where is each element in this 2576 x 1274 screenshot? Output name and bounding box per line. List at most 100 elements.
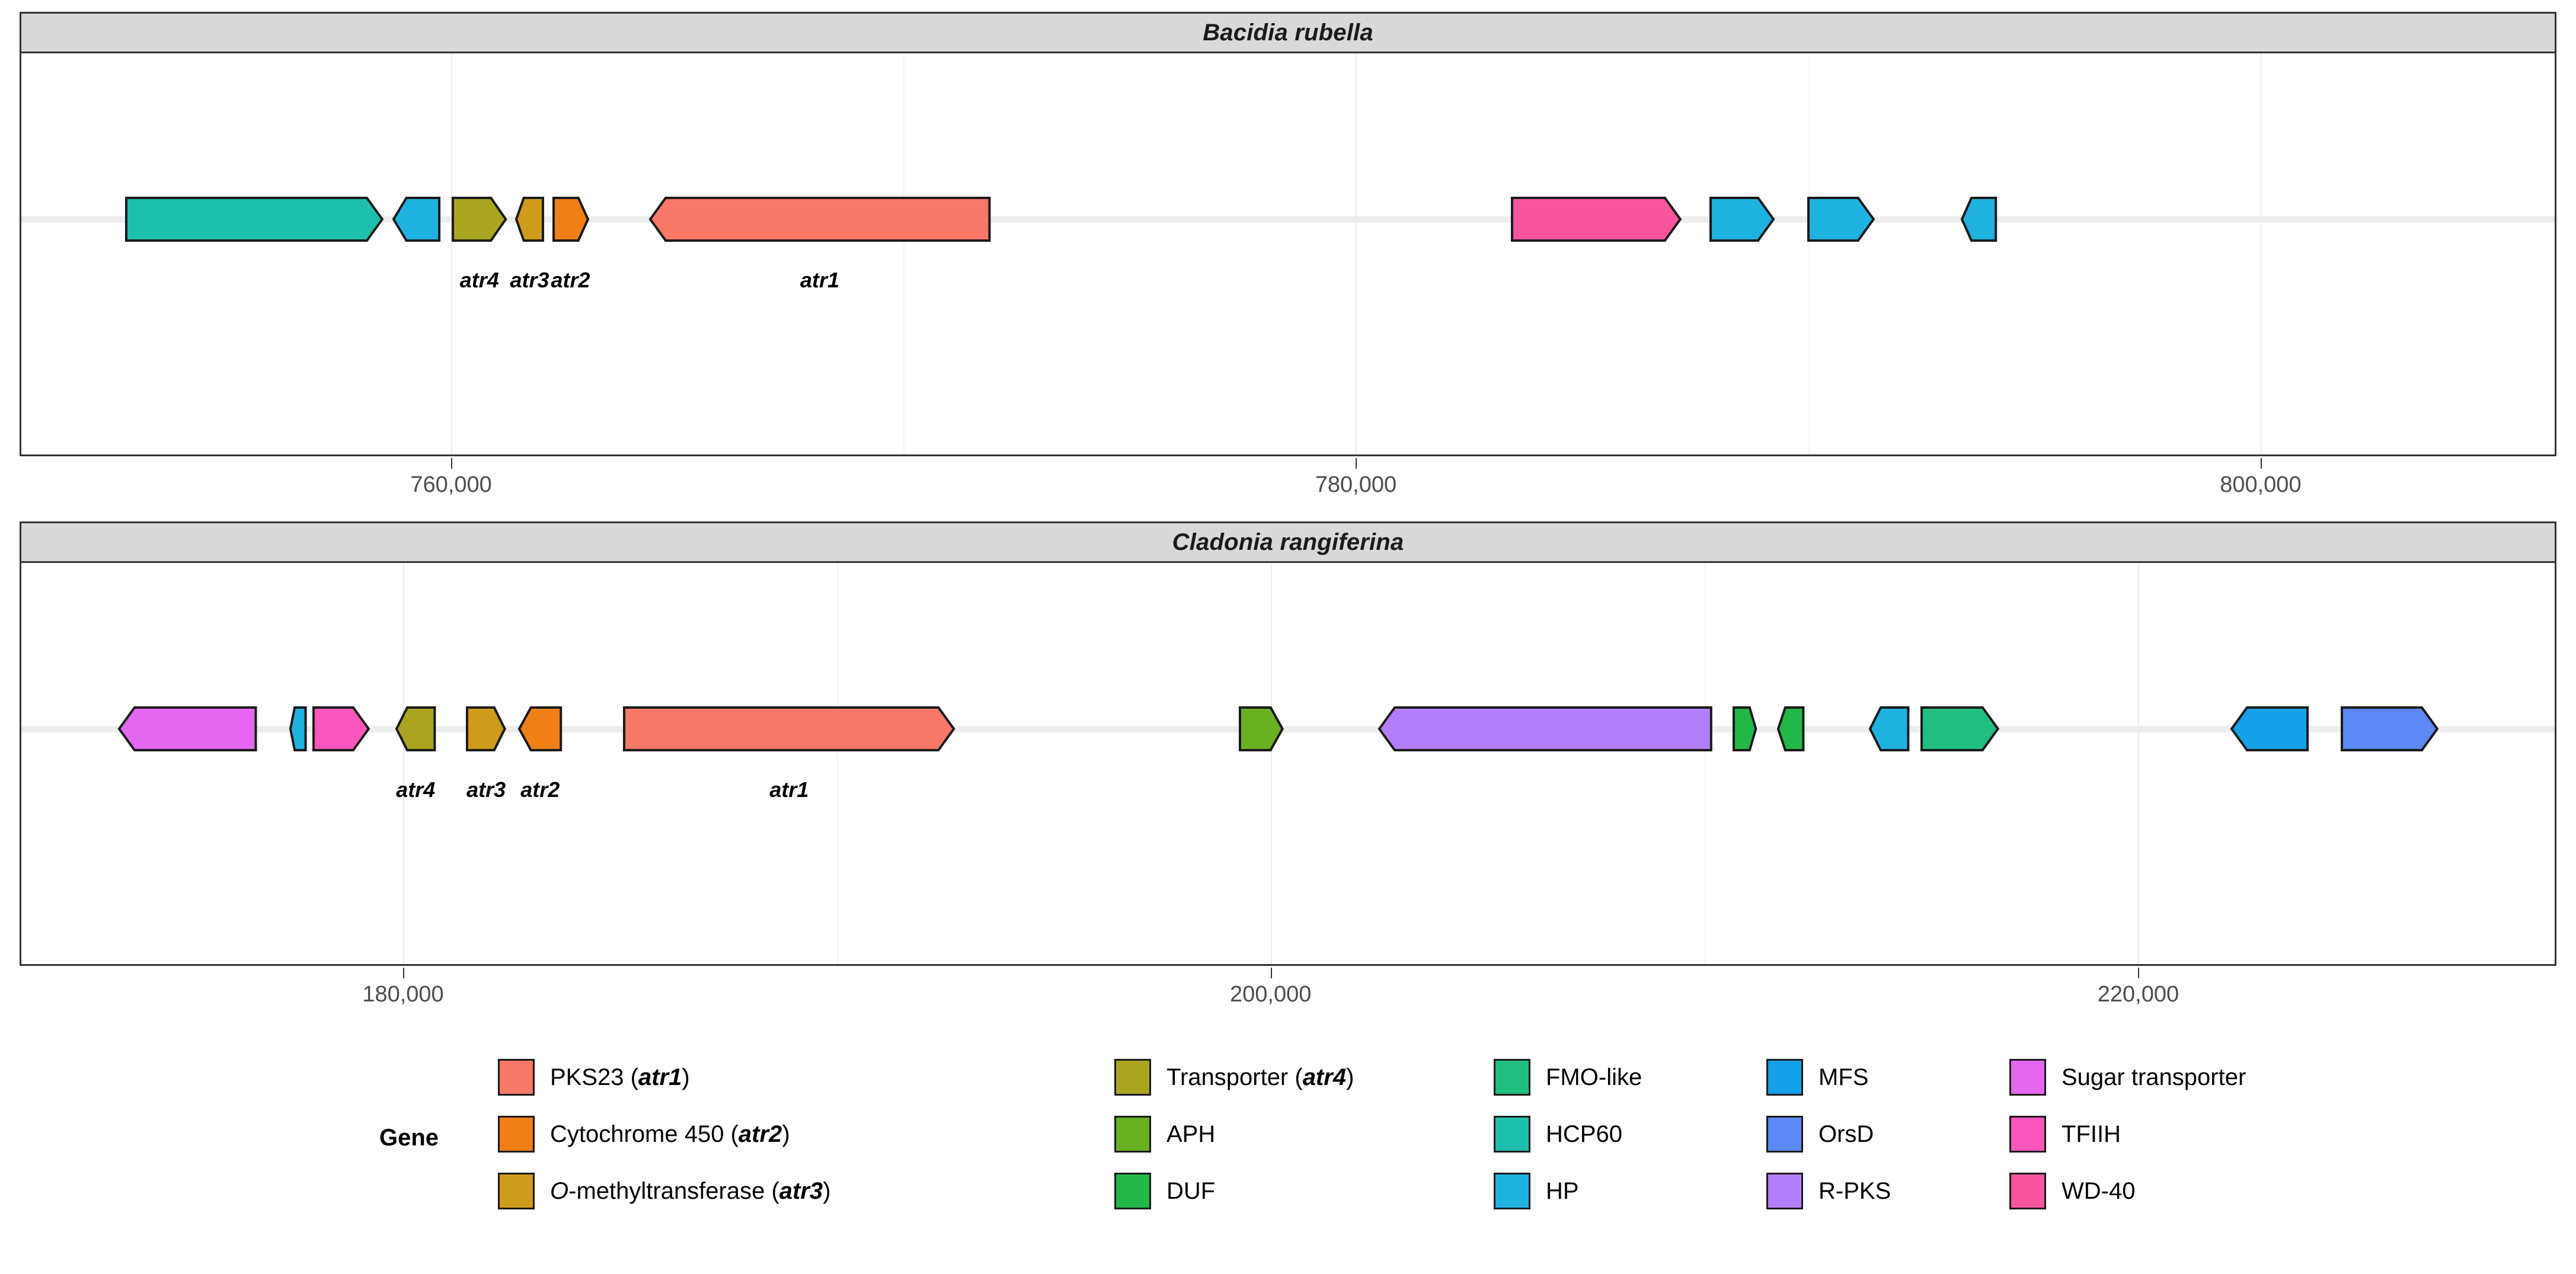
legend-item-label: Cytochrome 450 (atr2) bbox=[550, 1121, 790, 1147]
legend-item-label: PKS23 (atr1) bbox=[550, 1064, 690, 1090]
minor-gridline bbox=[1808, 53, 1810, 454]
legend-item-transporter-atr4[interactable]: Transporter (atr4) bbox=[1114, 1049, 1354, 1106]
legend-color-swatch bbox=[1114, 1059, 1151, 1096]
legend-item-r-pks[interactable]: R-PKS bbox=[1766, 1163, 1891, 1219]
minor-gridline bbox=[1704, 563, 1706, 964]
legend-color-swatch bbox=[498, 1116, 535, 1153]
legend-item-label: R-PKS bbox=[1818, 1178, 1891, 1204]
legend-item-cytochrome-450-atr2[interactable]: Cytochrome 450 (atr2) bbox=[498, 1106, 831, 1163]
gene-arrow-atr4[interactable] bbox=[395, 706, 436, 751]
panel-title: Bacidia rubella bbox=[1203, 19, 1373, 46]
legend-item-label: DUF bbox=[1166, 1178, 1216, 1204]
axis-tick bbox=[1270, 968, 1272, 978]
gene-arrow-hp[interactable] bbox=[1807, 197, 1875, 242]
gene-arrow-atr1[interactable] bbox=[648, 197, 991, 242]
x-axis-cladonia-rangiferina: 180,000 200,000 220,000 bbox=[20, 968, 2556, 1021]
legend-column: MFS OrsD R-PKS bbox=[1766, 1049, 1891, 1219]
legend-color-swatch bbox=[1494, 1059, 1530, 1096]
axis-tick-label: 760,000 bbox=[410, 472, 492, 497]
major-gridline bbox=[451, 53, 453, 454]
gene-arrow-hcp60[interactable] bbox=[125, 197, 384, 242]
legend-item-mfs[interactable]: MFS bbox=[1766, 1049, 1891, 1106]
major-gridline bbox=[1270, 563, 1272, 964]
legend-item-pks23-atr1[interactable]: PKS23 (atr1) bbox=[498, 1049, 831, 1106]
legend-column: Transporter (atr4) APH DUF bbox=[1114, 1049, 1354, 1219]
legend-color-swatch bbox=[1114, 1173, 1151, 1209]
gene-arrow-atr3[interactable] bbox=[466, 706, 507, 751]
legend-title: Gene bbox=[379, 1125, 439, 1151]
gene-arrow-mfs[interactable] bbox=[2230, 706, 2309, 751]
legend-color-swatch bbox=[2009, 1173, 2046, 1209]
gene-arrow-hp[interactable] bbox=[1709, 197, 1775, 242]
axis-tick bbox=[2138, 968, 2140, 978]
gene-arrow-atr1[interactable] bbox=[623, 706, 955, 751]
axis-tick-label: 180,000 bbox=[362, 982, 444, 1007]
major-gridline bbox=[2260, 53, 2262, 454]
gene-label-atr4: atr4 bbox=[396, 777, 436, 802]
gene-arrow-hp[interactable] bbox=[289, 706, 307, 751]
gene-label-atr1: atr1 bbox=[769, 777, 809, 802]
legend-color-swatch bbox=[2009, 1116, 2046, 1153]
gene-label-atr2: atr2 bbox=[520, 777, 560, 802]
legend-color-swatch bbox=[498, 1059, 535, 1096]
gene-arrow-fmo-like[interactable] bbox=[1920, 706, 1999, 751]
legend-item-label: MFS bbox=[1818, 1064, 1869, 1090]
axis-tick bbox=[1356, 458, 1357, 469]
gene-arrow-tfiih[interactable] bbox=[312, 706, 370, 751]
legend-item-tfiih[interactable]: TFIIH bbox=[2009, 1106, 2246, 1163]
legend-item-sugar-transporter[interactable]: Sugar transporter bbox=[2009, 1049, 2246, 1106]
axis-tick bbox=[403, 968, 405, 978]
gene-arrow-atr2[interactable] bbox=[517, 706, 562, 751]
axis-tick-label: 780,000 bbox=[1315, 472, 1397, 497]
major-gridline bbox=[403, 563, 405, 964]
legend-item-label: Sugar transporter bbox=[2062, 1064, 2246, 1090]
legend-item-duf[interactable]: DUF bbox=[1114, 1163, 1354, 1219]
gene-arrow-atr2[interactable] bbox=[552, 197, 589, 242]
major-gridline bbox=[2138, 563, 2140, 964]
axis-tick-label: 200,000 bbox=[1230, 982, 1312, 1007]
gene-label-atr1: atr1 bbox=[800, 268, 840, 292]
gene-arrow-wd-40[interactable] bbox=[1510, 197, 1682, 242]
legend-item-label: FMO-like bbox=[1546, 1064, 1642, 1090]
gene-arrow-atr4[interactable] bbox=[452, 197, 507, 242]
axis-tick bbox=[2260, 458, 2262, 469]
gene-arrow-hp[interactable] bbox=[1868, 706, 1910, 751]
minor-gridline bbox=[836, 563, 838, 964]
legend-item-o-methyltransferase-atr3[interactable]: O-methyltransferase (atr3) bbox=[498, 1163, 831, 1219]
gene-arrow-duf[interactable] bbox=[1776, 706, 1805, 751]
panel-title: Cladonia rangiferina bbox=[1172, 529, 1404, 555]
gene-arrow-duf[interactable] bbox=[1732, 706, 1757, 751]
legend-item-hp[interactable]: HP bbox=[1494, 1163, 1642, 1219]
legend-column: PKS23 (atr1) Cytochrome 450 (atr2) O-methy… bbox=[498, 1049, 831, 1219]
gene-arrow-hp[interactable] bbox=[392, 197, 441, 242]
legend-item-orsd[interactable]: OrsD bbox=[1766, 1106, 1891, 1163]
major-gridline bbox=[1356, 53, 1357, 454]
gene-label-atr2: atr2 bbox=[551, 268, 590, 292]
axis-tick-label: 220,000 bbox=[2097, 982, 2179, 1007]
legend-item-hcp60[interactable]: HCP60 bbox=[1494, 1106, 1642, 1163]
chromosome-baseline bbox=[21, 726, 2555, 732]
legend-item-aph[interactable]: APH bbox=[1114, 1106, 1354, 1163]
legend-item-fmo-like[interactable]: FMO-like bbox=[1494, 1049, 1642, 1106]
legend-color-swatch bbox=[1494, 1116, 1530, 1153]
legend-color-swatch bbox=[1114, 1116, 1151, 1153]
legend-item-label: APH bbox=[1166, 1121, 1216, 1147]
legend-item-wd-40[interactable]: WD-40 bbox=[2009, 1163, 2246, 1219]
legend-item-label: Transporter (atr4) bbox=[1166, 1064, 1354, 1090]
gene-arrow-hp[interactable] bbox=[1960, 197, 1997, 242]
gene-arrow-r-pks[interactable] bbox=[1378, 706, 1712, 751]
gene-label-atr3: atr3 bbox=[510, 268, 549, 292]
gene-label-atr4: atr4 bbox=[459, 268, 499, 292]
legend: Gene PKS23 (atr1) Cytochrome 450 (atr2) O-… bbox=[0, 1049, 2576, 1250]
minor-gridline bbox=[903, 53, 905, 454]
gene-arrow-aph[interactable] bbox=[1239, 706, 1284, 751]
gene-arrow-atr3[interactable] bbox=[514, 197, 544, 242]
gene-arrow-orsd[interactable] bbox=[2341, 706, 2439, 751]
gene-arrow-sugar-transporter[interactable] bbox=[117, 706, 257, 751]
